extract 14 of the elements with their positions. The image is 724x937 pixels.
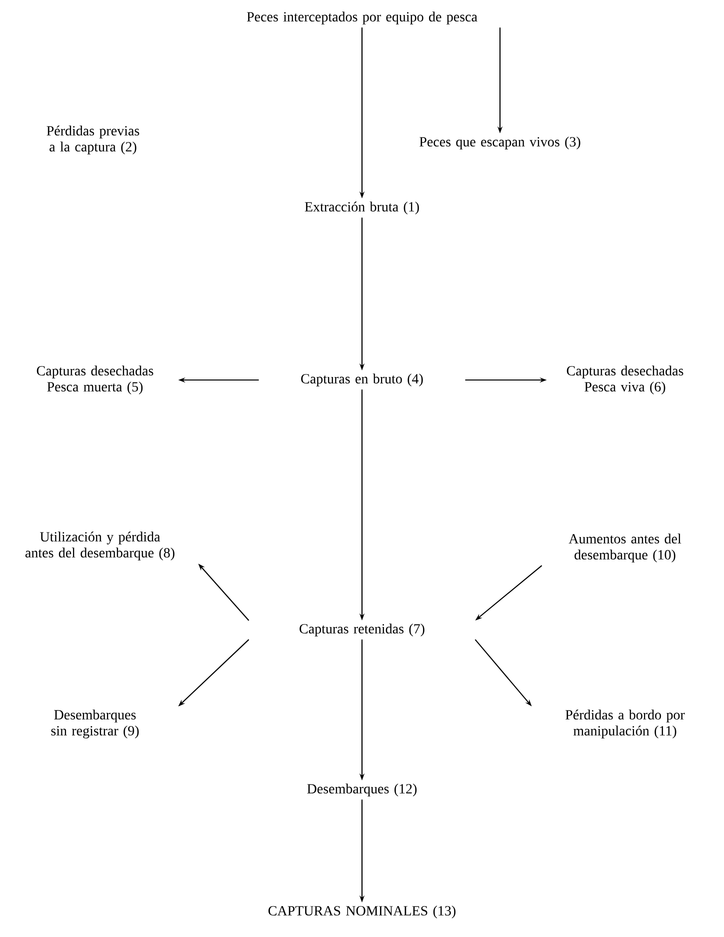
flow-label: Capturas desechadas Pesca muerta (5) xyxy=(36,366,154,394)
flow-label: Pérdidas a bordo por manipulación (11) xyxy=(566,710,685,738)
flow-label: CAPTURAS NOMINALES (13) xyxy=(268,906,456,918)
flow-label: Pérdidas previas a la captura (2) xyxy=(46,126,140,154)
flow-label: Aumentos antes del desembarque (10) xyxy=(568,534,682,562)
flow-label: Peces que escapan vivos (3) xyxy=(420,136,580,150)
flow-label: Capturas retenidas (7) xyxy=(300,624,424,636)
flow-label: Desembarques (12) xyxy=(307,784,417,796)
flow-label: Capturas desechadas Pesca viva (6) xyxy=(566,366,684,394)
flow-label: Extracción bruta (1) xyxy=(304,202,419,214)
flow-label: Peces interceptados por equipo de pesca xyxy=(246,12,478,24)
flow-label: Utilización y pérdida antes del desembarque (8) xyxy=(25,532,174,560)
flow-label: Capturas en bruto (4) xyxy=(301,374,423,386)
flow-label: Desembarques sin registrar (9) xyxy=(51,710,139,738)
